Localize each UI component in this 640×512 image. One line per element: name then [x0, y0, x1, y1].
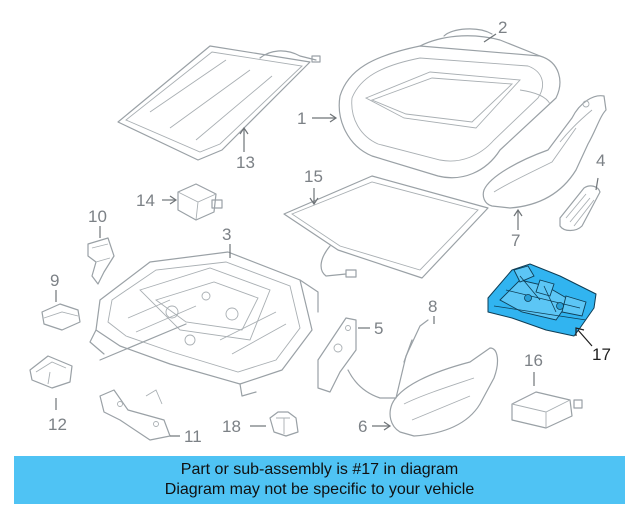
callout-17: 17: [592, 345, 611, 364]
callout-14: 14: [136, 191, 155, 210]
callout-1: 1: [297, 109, 306, 128]
parts-diagram: 13 1 2 7 4 15: [29, 18, 611, 446]
callout-12: 12: [48, 415, 67, 434]
banner-line-1: Part or sub-assembly is #17 in diagram: [180, 461, 459, 478]
callout-8: 8: [428, 297, 437, 316]
part-8-harness: [347, 316, 435, 399]
callout-2: 2: [498, 18, 507, 37]
part-13-heater-mat: [117, 45, 321, 161]
part-3-seat-frame: [89, 244, 319, 397]
part-17-highlighted-assembly: [487, 263, 597, 347]
callout-7: 7: [511, 231, 520, 250]
callout-9: 9: [50, 271, 59, 290]
banner-line-2: Diagram may not be specific to your vehi…: [164, 481, 475, 498]
callout-6: 6: [358, 417, 367, 436]
info-banner: Part or sub-assembly is #17 in diagram D…: [14, 456, 625, 504]
callout-16: 16: [524, 351, 543, 370]
part-10-bracket: [87, 226, 115, 285]
callout-4: 4: [596, 151, 605, 170]
callout-5: 5: [374, 319, 383, 338]
part-15-sensor-mat: [283, 175, 489, 279]
part-6-trim-panel: [372, 347, 499, 437]
part-16-module: [511, 372, 583, 429]
part-4-switch: [559, 185, 601, 232]
callout-11: 11: [184, 427, 202, 446]
part-18-bracket: [250, 411, 299, 437]
callout-13: 13: [236, 153, 255, 172]
part-5-plate: [317, 317, 370, 393]
part-11-bracket: [99, 389, 180, 441]
callout-3: 3: [222, 225, 231, 244]
part-12-clip: [29, 355, 73, 410]
part-14-module: [162, 183, 223, 221]
part-9-cap: [41, 290, 81, 331]
part-7-side-shield: [482, 95, 607, 209]
callout-18: 18: [222, 417, 241, 436]
part-1-cushion: [338, 28, 561, 179]
callout-15: 15: [304, 167, 323, 186]
callout-10: 10: [88, 207, 107, 226]
